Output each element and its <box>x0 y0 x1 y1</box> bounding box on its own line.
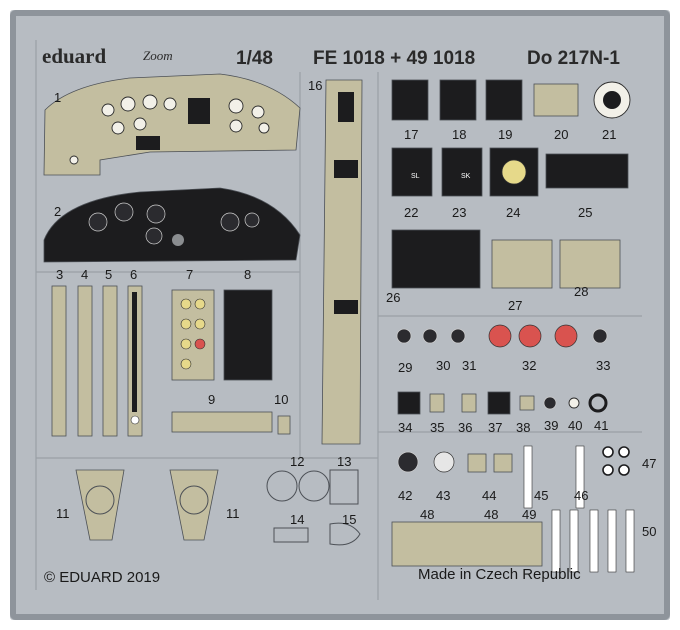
part-7-switch-panel <box>171 289 215 381</box>
part-number-label: 17 <box>404 127 418 142</box>
part-number-label: 41 <box>594 418 608 433</box>
part-number-label: 11 <box>56 506 70 521</box>
part-number-label: 28 <box>574 284 588 299</box>
part-number-label: 20 <box>554 127 568 142</box>
fret-frame <box>10 10 670 620</box>
part-12-13-discs <box>266 469 359 505</box>
part-number-label: 36 <box>458 420 472 435</box>
fret-runners <box>35 40 642 600</box>
part-number-label: 25 <box>578 205 592 220</box>
part-number-label: 12 <box>290 454 304 469</box>
part-9-strip <box>171 411 273 433</box>
part-number-label: 6 <box>130 267 137 282</box>
part-number-label: 7 <box>186 267 193 282</box>
part-number-label: 19 <box>498 127 512 142</box>
part-number-label: 34 <box>398 420 412 435</box>
parts-42-47-small-items <box>397 445 630 509</box>
part-number-label: 40 <box>568 418 582 433</box>
part-number-label: 48 <box>484 507 498 522</box>
part-number-label: 16 <box>308 78 322 93</box>
part-number-label: 1 <box>54 90 61 105</box>
copyright-text: © EDUARD 2019 <box>44 569 160 586</box>
part-number-labels: 1 2 3 4 5 6 7 8 9 10 11 11 12 13 14 15 1… <box>54 78 656 539</box>
part-number-label: 14 <box>290 512 304 527</box>
part-number-label: 9 <box>208 392 215 407</box>
marking-sk: SK <box>461 173 471 180</box>
part-number-label: 49 <box>522 507 536 522</box>
part-number-label: 42 <box>398 488 412 503</box>
part-number-label: 38 <box>516 420 530 435</box>
part-16-side-console <box>321 79 363 445</box>
part-2-instrument-panel-black <box>43 187 301 263</box>
parts-17-21-gauge-row <box>391 79 631 121</box>
part-number-label: 31 <box>462 358 476 373</box>
part-number-label: 10 <box>274 392 288 407</box>
part-number-label: 24 <box>506 205 520 220</box>
part-number-label: 47 <box>642 456 656 471</box>
parts-3-6-side-strips <box>51 285 143 437</box>
part-number-label: 23 <box>452 205 466 220</box>
part-1-instrument-panel <box>43 73 301 176</box>
parts-26-28-panels <box>391 229 621 289</box>
scale-label: 1/48 <box>236 48 273 69</box>
part-number-label: 37 <box>488 420 502 435</box>
parts-29-33-small-items <box>396 324 608 348</box>
part-number-label: 21 <box>602 127 616 142</box>
part-10-strip <box>277 415 291 435</box>
part-number-label: 8 <box>244 267 251 282</box>
brand-logo: eduard <box>42 44 107 68</box>
parts-48-50-seat-belts <box>391 509 635 573</box>
part-8-switch-panel-black <box>223 289 273 381</box>
part-number-label: 27 <box>508 298 522 313</box>
part-number-label: 32 <box>522 358 536 373</box>
part-number-label: 46 <box>574 488 588 503</box>
part-number-label: 11 <box>226 506 240 521</box>
part-14-15-clips <box>273 522 361 546</box>
part-number-label: 33 <box>596 358 610 373</box>
part-number-label: 26 <box>386 290 400 305</box>
part-number-label: 30 <box>436 358 450 373</box>
part-number-label: 39 <box>544 418 558 433</box>
part-11-rudder-pedals <box>75 469 219 541</box>
part-number-label: 3 <box>56 267 63 282</box>
part-number-label: 44 <box>482 488 496 503</box>
product-codes: FE 1018 + 49 1018 <box>313 48 475 69</box>
marking-sl: SL <box>411 173 420 180</box>
brand-sub-logo: Zoom <box>143 48 173 63</box>
part-number-label: 4 <box>81 267 88 282</box>
part-number-label: 45 <box>534 488 548 503</box>
part-number-label: 50 <box>642 524 656 539</box>
parts-22-25-gauge-row <box>391 147 629 197</box>
model-name: Do 217N-1 <box>527 48 620 69</box>
part-number-label: 48 <box>420 507 434 522</box>
part-number-label: 22 <box>404 205 418 220</box>
part-number-label: 43 <box>436 488 450 503</box>
part-number-label: 5 <box>105 267 112 282</box>
part-number-label: 15 <box>342 512 356 527</box>
part-number-label: 18 <box>452 127 466 142</box>
part-number-label: 29 <box>398 360 412 375</box>
part-number-label: 35 <box>430 420 444 435</box>
part-number-label: 13 <box>337 454 351 469</box>
parts-34-41-small-items <box>397 391 608 415</box>
part-number-label: 2 <box>54 204 61 219</box>
origin-text: Made in Czech Republic <box>418 566 581 583</box>
